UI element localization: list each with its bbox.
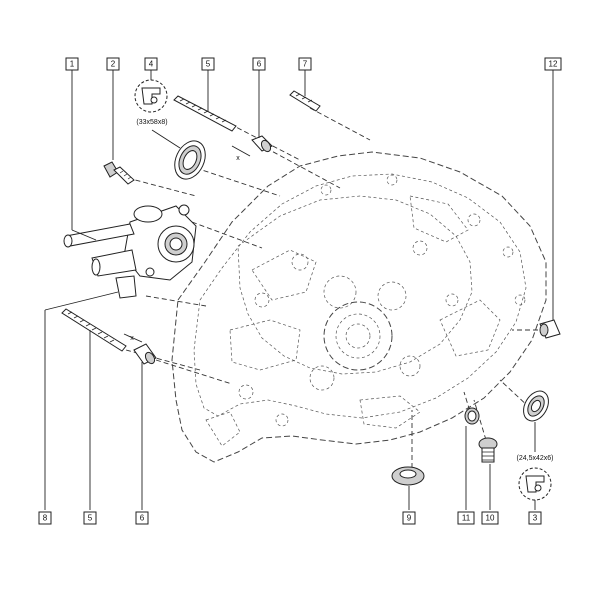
stud-long-top bbox=[173, 95, 237, 132]
seal-icon-badge-bottom bbox=[518, 467, 552, 501]
x-marker-bottom: x bbox=[123, 333, 143, 343]
dowel-sleeve-top bbox=[251, 135, 273, 153]
svg-text:6: 6 bbox=[257, 60, 262, 69]
washer-large bbox=[391, 466, 425, 486]
svg-text:10: 10 bbox=[486, 514, 495, 523]
callout-2: 2 bbox=[106, 57, 120, 71]
svg-text:4: 4 bbox=[149, 60, 154, 69]
callout-5-bottom: 5 bbox=[83, 511, 97, 525]
callout-9: 9 bbox=[402, 511, 416, 525]
x-label-top: x bbox=[236, 155, 240, 162]
svg-text:5: 5 bbox=[206, 60, 211, 69]
svg-text:11: 11 bbox=[462, 514, 471, 523]
bolt bbox=[103, 161, 135, 185]
svg-text:8: 8 bbox=[43, 514, 48, 523]
svg-text:9: 9 bbox=[407, 514, 412, 523]
svg-text:3: 3 bbox=[533, 514, 538, 523]
stud-short bbox=[289, 90, 321, 112]
callout-10: 10 bbox=[481, 511, 499, 525]
svg-text:6: 6 bbox=[140, 514, 145, 523]
dowel-sleeve-bottom bbox=[133, 343, 157, 365]
callout-3: 3 bbox=[528, 511, 542, 525]
callout-1: 1 bbox=[65, 57, 79, 71]
dowel-sleeve-right bbox=[539, 319, 561, 339]
drain-plug bbox=[478, 437, 498, 463]
x-marker-top: x bbox=[231, 145, 251, 162]
callout-5-top: 5 bbox=[201, 57, 215, 71]
callout-11: 11 bbox=[457, 511, 475, 525]
shaft-seal-small bbox=[523, 390, 549, 422]
callout-6-top: 6 bbox=[252, 57, 266, 71]
clutch-slave-cylinder bbox=[63, 204, 197, 299]
callout-7: 7 bbox=[298, 57, 312, 71]
svg-text:2: 2 bbox=[111, 60, 116, 69]
seal-4-dimension: (33x58x8) bbox=[136, 119, 167, 126]
callout-12: 12 bbox=[544, 57, 562, 71]
svg-text:5: 5 bbox=[88, 514, 93, 523]
gearbox-housing bbox=[171, 151, 547, 463]
callout-4: 4 bbox=[144, 57, 158, 71]
seal-icon-badge-top bbox=[134, 79, 168, 113]
shaft-seal-large bbox=[174, 140, 206, 180]
washer-small bbox=[464, 407, 480, 425]
x-label-bottom: x bbox=[130, 335, 134, 342]
leader-lines bbox=[44, 70, 554, 510]
svg-text:7: 7 bbox=[303, 60, 308, 69]
callout-8: 8 bbox=[38, 511, 52, 525]
svg-text:1: 1 bbox=[70, 60, 75, 69]
seal-3-dimension: (24,5x42x6) bbox=[517, 455, 554, 462]
stud-long-bottom bbox=[61, 308, 127, 352]
svg-text:12: 12 bbox=[549, 60, 558, 69]
callout-6-bottom: 6 bbox=[135, 511, 149, 525]
